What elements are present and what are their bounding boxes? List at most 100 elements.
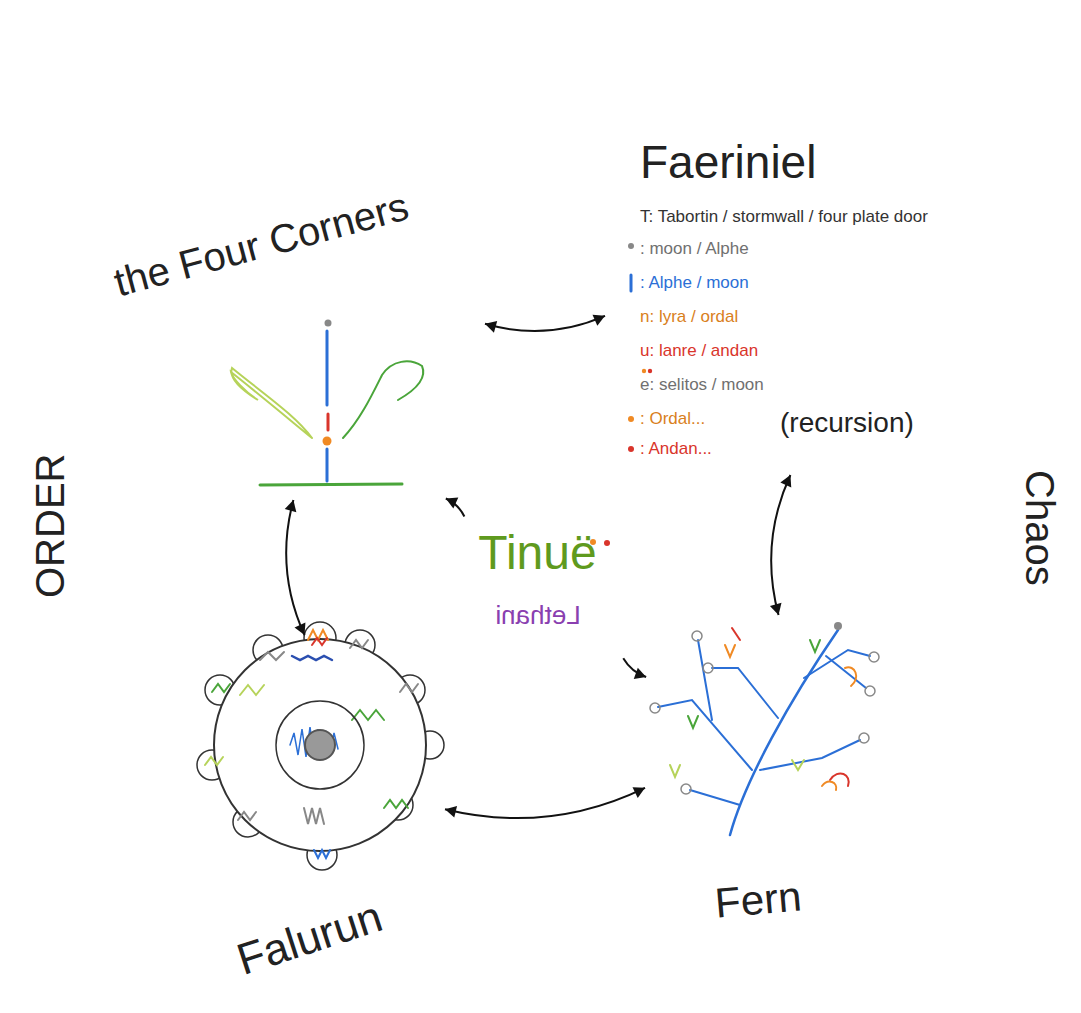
scribble (384, 800, 408, 808)
end-circle (692, 631, 702, 641)
connector-line (286, 500, 304, 635)
connector-arrow (285, 500, 306, 635)
node-title: the Four Corners (109, 182, 413, 307)
arrowhead (634, 668, 646, 679)
end-circle (869, 652, 879, 662)
scribble (314, 850, 330, 858)
arrowhead (633, 787, 646, 798)
connector-line (446, 498, 465, 516)
connector-arrow (485, 315, 605, 333)
node-text: Lethani (495, 600, 580, 631)
light-green-curve (231, 368, 312, 438)
fern-mark (725, 645, 735, 657)
node-text: e: selitos / moon (640, 375, 764, 395)
connector-arrow (770, 475, 791, 615)
fern-mark (822, 782, 836, 790)
scribble (260, 652, 284, 660)
orange-dot (642, 369, 646, 373)
blue-stroke (326, 331, 329, 405)
fern-stem (730, 630, 838, 835)
scribble (205, 757, 223, 765)
grey-core (305, 730, 335, 760)
scribble (240, 685, 264, 695)
node-text: T: Tabortin / stormwall / four plate doo… (640, 207, 928, 227)
node-text: : Andan... (640, 439, 712, 459)
scribble (212, 684, 230, 692)
fern-branch (690, 790, 740, 805)
fern-mark (845, 667, 856, 686)
node-title: Faeriniel (640, 135, 816, 190)
node-text: : moon / Alphe (640, 239, 749, 259)
node-text: : Ordal... (640, 409, 705, 429)
scribble (238, 812, 256, 820)
red-stroke (327, 414, 330, 430)
grey-dot (325, 320, 332, 327)
connector-line (445, 788, 645, 818)
node-title: Fern (713, 871, 803, 929)
arrowhead (445, 806, 457, 818)
region-label: ORDER (26, 498, 74, 598)
grey-dot (628, 243, 634, 249)
end-circle (681, 784, 691, 794)
falurun-circle (214, 639, 426, 851)
scribble (400, 684, 418, 692)
fern-mark (688, 716, 698, 728)
arrowhead (770, 603, 782, 615)
orange-dot (628, 416, 634, 422)
fern-figure: Fern (650, 620, 880, 930)
falurun-drawing (197, 622, 444, 870)
fern-branch (698, 640, 712, 720)
node-title: Tinuë (455, 524, 620, 582)
green-base (260, 484, 402, 485)
connector-line (771, 475, 790, 615)
scribble (350, 640, 368, 648)
fern-branch (826, 656, 866, 688)
inner-circle (276, 701, 364, 789)
end-circle (859, 733, 869, 743)
falurun-figure: Falurun (200, 640, 440, 1005)
red-dot (648, 369, 652, 373)
note-label: (recursion) (780, 406, 914, 440)
arrowhead (780, 475, 791, 487)
corners-figure: the Four Corners (80, 180, 480, 495)
node-title: Falurun (230, 890, 388, 986)
fern-mark (670, 765, 680, 777)
arrowhead (485, 321, 497, 333)
fern-branch (760, 740, 860, 770)
node-text: u: lanre / andan (640, 341, 758, 361)
grey-dot (834, 622, 842, 630)
red-dot (628, 446, 634, 452)
end-circle (703, 663, 713, 673)
fern-branch (658, 700, 752, 770)
blue-stroke (326, 449, 329, 481)
fern-drawing (650, 622, 879, 835)
center-node: TinuëLethani (455, 520, 620, 655)
arrowhead (593, 315, 605, 326)
fern-mark (830, 773, 849, 786)
arrowhead (295, 623, 306, 635)
arrowhead (446, 498, 458, 509)
node-text: : Alphe / moon (640, 273, 749, 293)
scribble (312, 638, 327, 645)
connector-arrow (446, 498, 465, 517)
red-dot (604, 540, 610, 546)
arrowhead (285, 500, 297, 512)
scribble (304, 808, 324, 824)
end-circle (650, 703, 660, 713)
region-label: Chaos (1016, 470, 1064, 570)
node-text: n: lyra / ordal (640, 307, 738, 327)
connector-arrow (445, 787, 645, 818)
scribble (352, 710, 384, 720)
connector-line (485, 316, 605, 331)
four-corners-drawing (231, 320, 423, 486)
fern-mark (792, 760, 804, 770)
connector-arrow (623, 658, 646, 679)
fern-branch (712, 668, 778, 718)
fern-mark (732, 628, 740, 640)
fern-mark (810, 640, 820, 652)
green-curve (343, 361, 423, 438)
blue-stroke (630, 275, 633, 291)
